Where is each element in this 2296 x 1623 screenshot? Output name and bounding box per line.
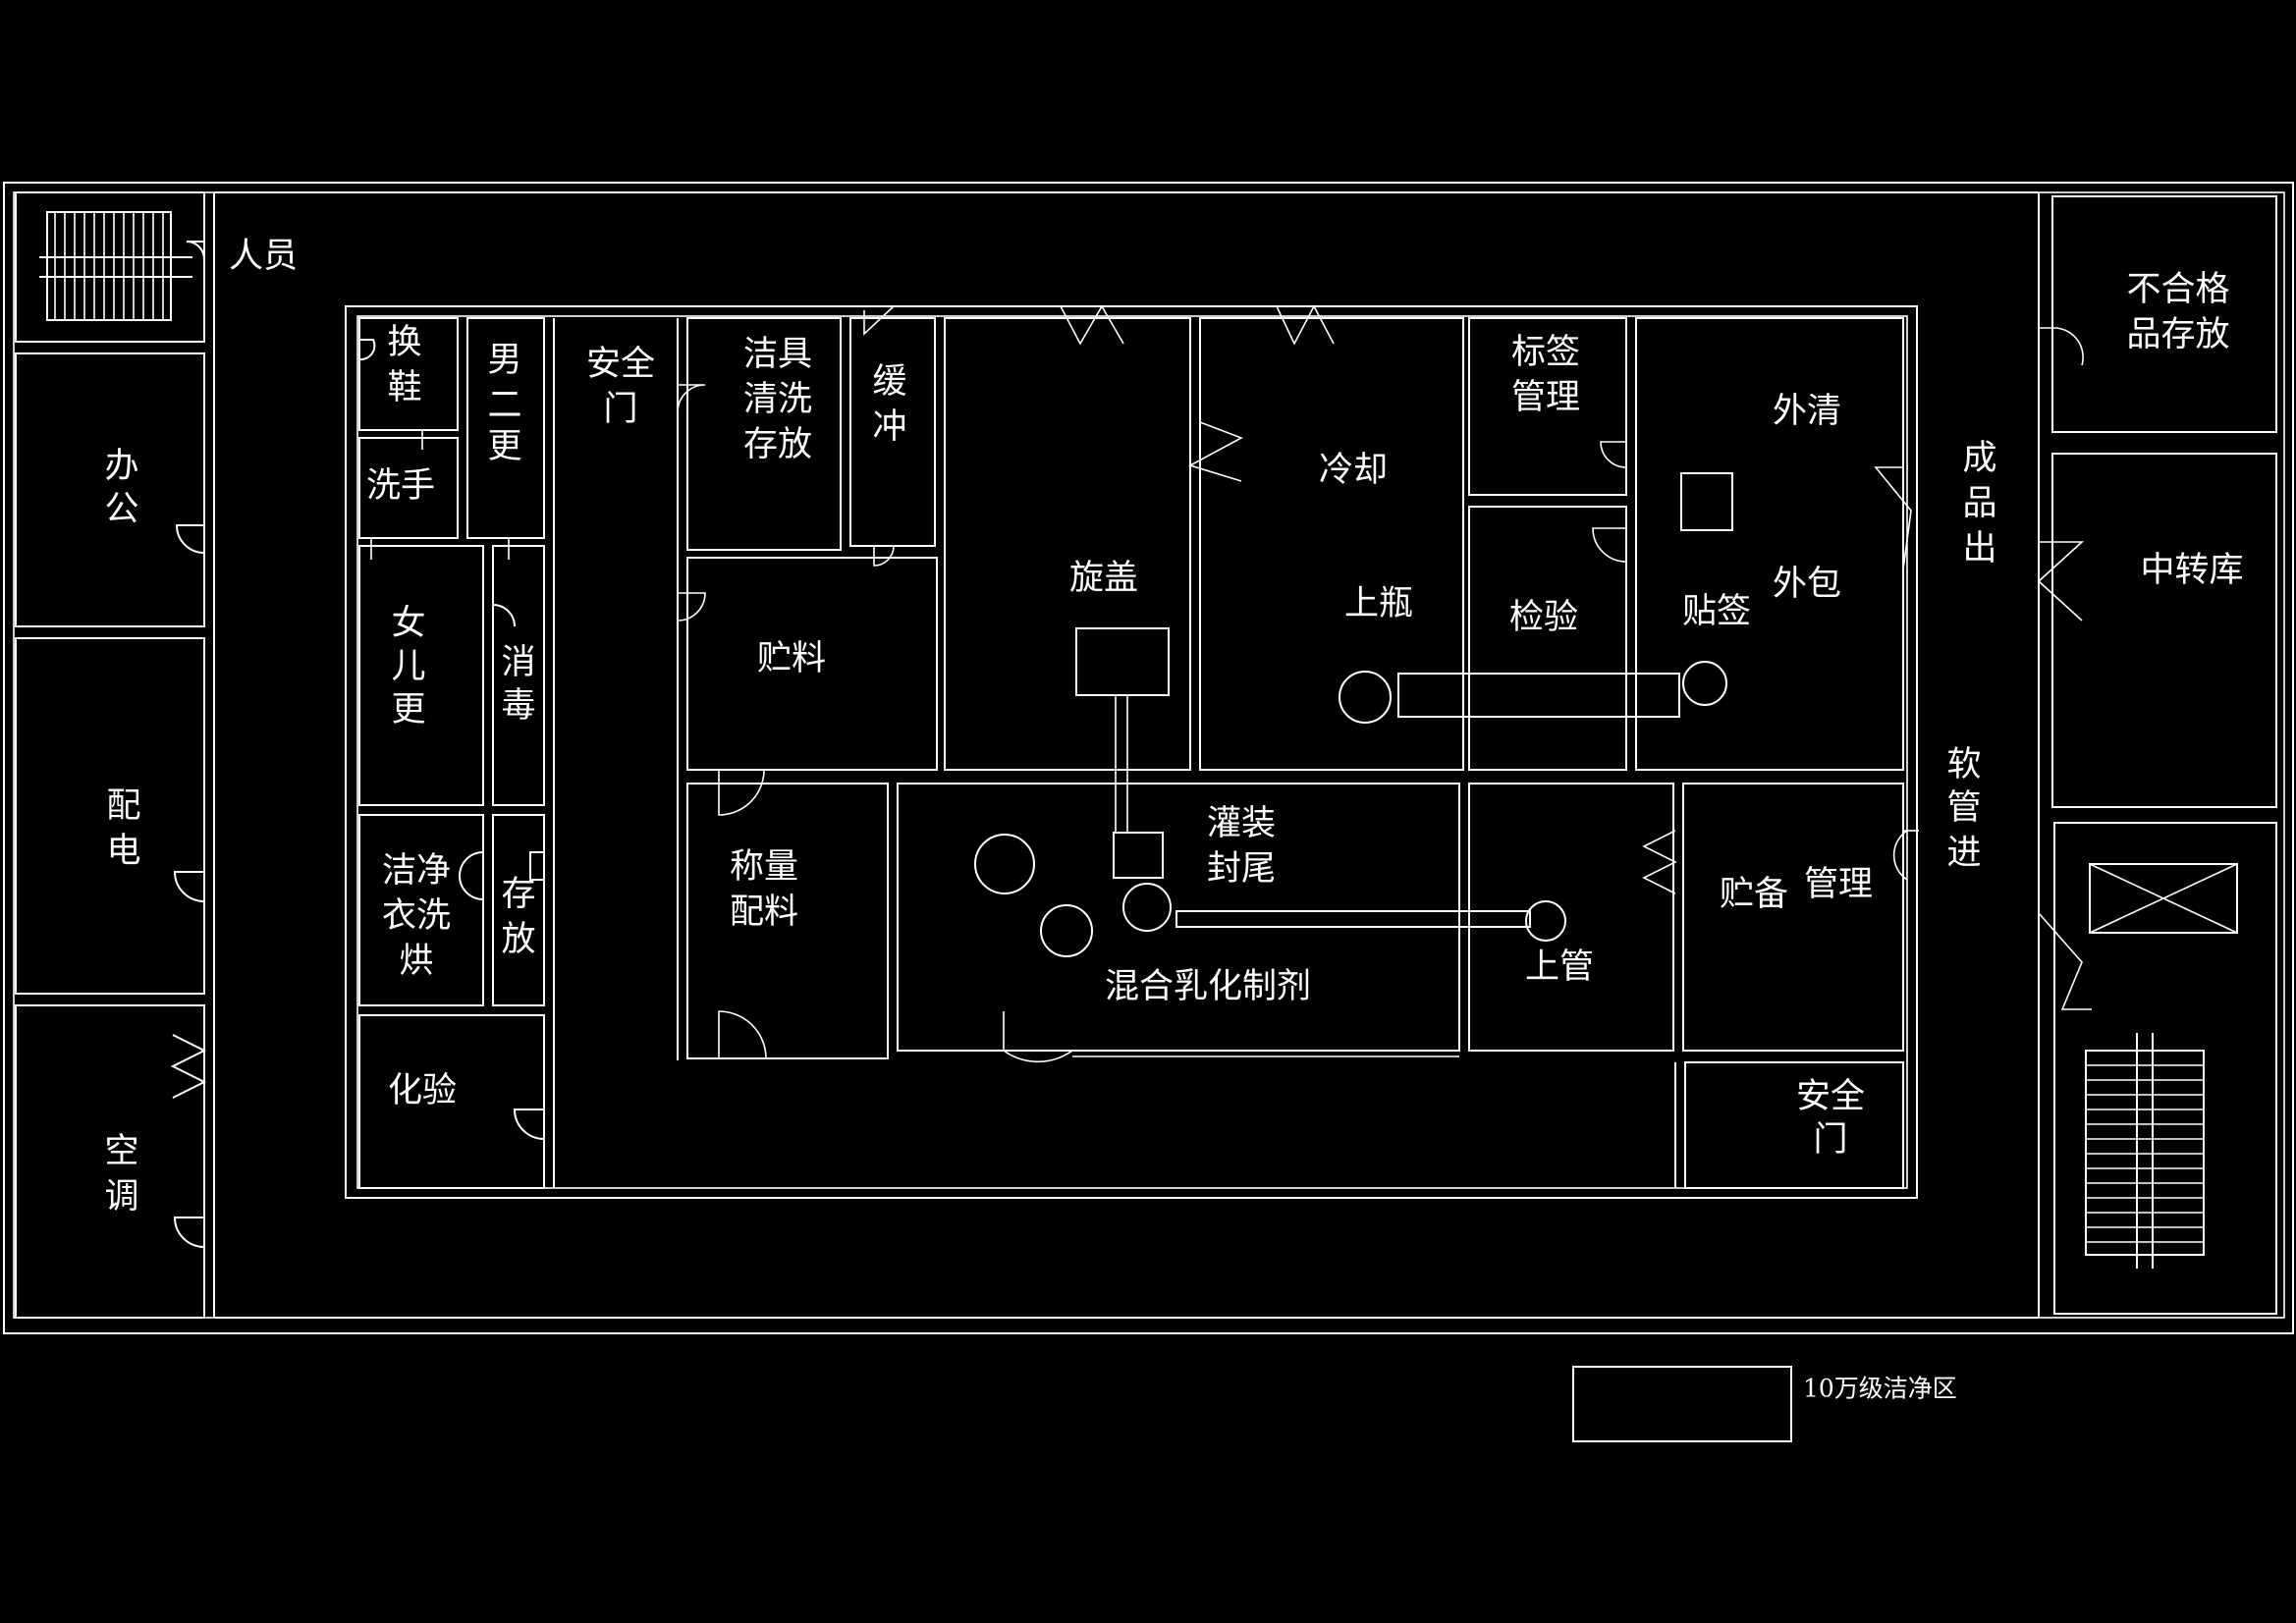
- label-shoe-change-1: 换: [387, 323, 421, 362]
- label-finished-out-3: 出: [1962, 529, 1996, 568]
- production-left: [677, 305, 938, 1060]
- label-safety-door-right-2: 门: [1813, 1120, 1847, 1160]
- label-disinfect-2: 毒: [501, 686, 535, 726]
- elevator-shaft: [2089, 863, 2238, 934]
- label-safety-door-left-1: 安全: [586, 345, 655, 384]
- label-buffer-1: 缓: [872, 362, 906, 402]
- staircase-top-left: [39, 211, 192, 321]
- label-weigh-mix-1: 称量: [730, 847, 798, 887]
- label-safety-door-left-2: 门: [603, 390, 637, 429]
- label-fill-seal-2: 封尾: [1207, 849, 1276, 889]
- label-female-change-2: 儿: [391, 647, 425, 686]
- label-clean-clothes-2: 衣洗: [382, 896, 451, 936]
- clean-area-walls: [345, 305, 1918, 1199]
- label-clean-clothes-1: 洁净: [382, 851, 451, 891]
- label-cooling: 冷却: [1319, 451, 1388, 490]
- label-disinfect-1: 消: [501, 643, 535, 682]
- label-personnel: 人员: [229, 237, 298, 276]
- label-power-2: 电: [106, 832, 140, 871]
- label-female-change-1: 女: [391, 604, 425, 643]
- label-finished-out-1: 成: [1962, 439, 1996, 478]
- label-hose-in-2: 管: [1946, 788, 1981, 828]
- label-male-change-1: 男: [487, 341, 521, 380]
- staircase-bottom-right: [2085, 1033, 2205, 1269]
- label-hand-wash: 洗手: [366, 466, 435, 506]
- label-transfer-store: 中转库: [2140, 551, 2243, 590]
- label-storage-small-1: 存: [501, 875, 535, 914]
- left-wing: [15, 191, 2039, 1319]
- label-office-1: 办: [104, 447, 138, 486]
- label-male-change-2: 二: [487, 386, 521, 425]
- left-doors: [170, 241, 207, 1248]
- label-tool-clean-2: 清洗: [743, 380, 812, 419]
- label-female-change-3: 更: [391, 690, 425, 730]
- label-tool-clean-1: 洁具: [743, 335, 812, 374]
- label-safety-door-right-1: 安全: [1796, 1077, 1865, 1116]
- label-outer-pack: 外包: [1773, 565, 1841, 604]
- legend-swatch: [1572, 1366, 1792, 1442]
- label-hose-in-3: 进: [1946, 834, 1981, 873]
- label-material-store: 贮料: [757, 639, 826, 678]
- label-bottling: 上瓶: [1344, 584, 1413, 623]
- changing-rooms: [358, 317, 555, 1189]
- equipment: [974, 472, 1733, 957]
- label-reserve-mgmt: 管理: [1804, 865, 1873, 904]
- label-lab: 化验: [388, 1071, 457, 1110]
- label-weigh-mix-2: 配料: [730, 893, 798, 932]
- label-storage-small-2: 放: [501, 920, 535, 959]
- label-capping: 旋盖: [1069, 559, 1138, 598]
- label-clean-clothes-3: 烘: [399, 942, 433, 981]
- label-hose-in-1: 软: [1946, 745, 1981, 784]
- label-tool-clean-3: 存放: [743, 425, 812, 464]
- label-buffer-2: 冲: [872, 407, 906, 447]
- label-label-mgmt-1: 标签: [1511, 333, 1580, 372]
- label-tube-load: 上管: [1525, 947, 1594, 987]
- label-fill-seal-1: 灌装: [1207, 804, 1276, 843]
- label-nonconforming-2: 品存放: [2126, 315, 2229, 354]
- label-shoe-change-2: 鞋: [387, 368, 421, 407]
- label-office-2: 公: [104, 490, 138, 529]
- label-emulsify: 混合乳化制剂: [1105, 967, 1311, 1006]
- label-outer-clean: 外清: [1773, 392, 1841, 431]
- label-finished-out-2: 品: [1962, 484, 1996, 523]
- label-power-1: 配: [106, 786, 140, 826]
- label-inspection: 检验: [1509, 598, 1578, 637]
- right-wing: [2037, 192, 2277, 1318]
- label-male-change-3: 更: [487, 427, 521, 466]
- production-center: [897, 304, 1464, 1063]
- label-ac-2: 调: [104, 1177, 138, 1217]
- label-ac-1: 空: [104, 1132, 138, 1171]
- label-reserve-store: 贮备: [1720, 875, 1788, 914]
- production-right: [1468, 317, 1919, 1189]
- legend-label: 10万级洁净区: [1803, 1375, 1957, 1403]
- label-label-mgmt-2: 管理: [1511, 378, 1580, 417]
- label-labeling: 贴签: [1682, 592, 1751, 631]
- label-nonconforming-1: 不合格: [2126, 270, 2229, 309]
